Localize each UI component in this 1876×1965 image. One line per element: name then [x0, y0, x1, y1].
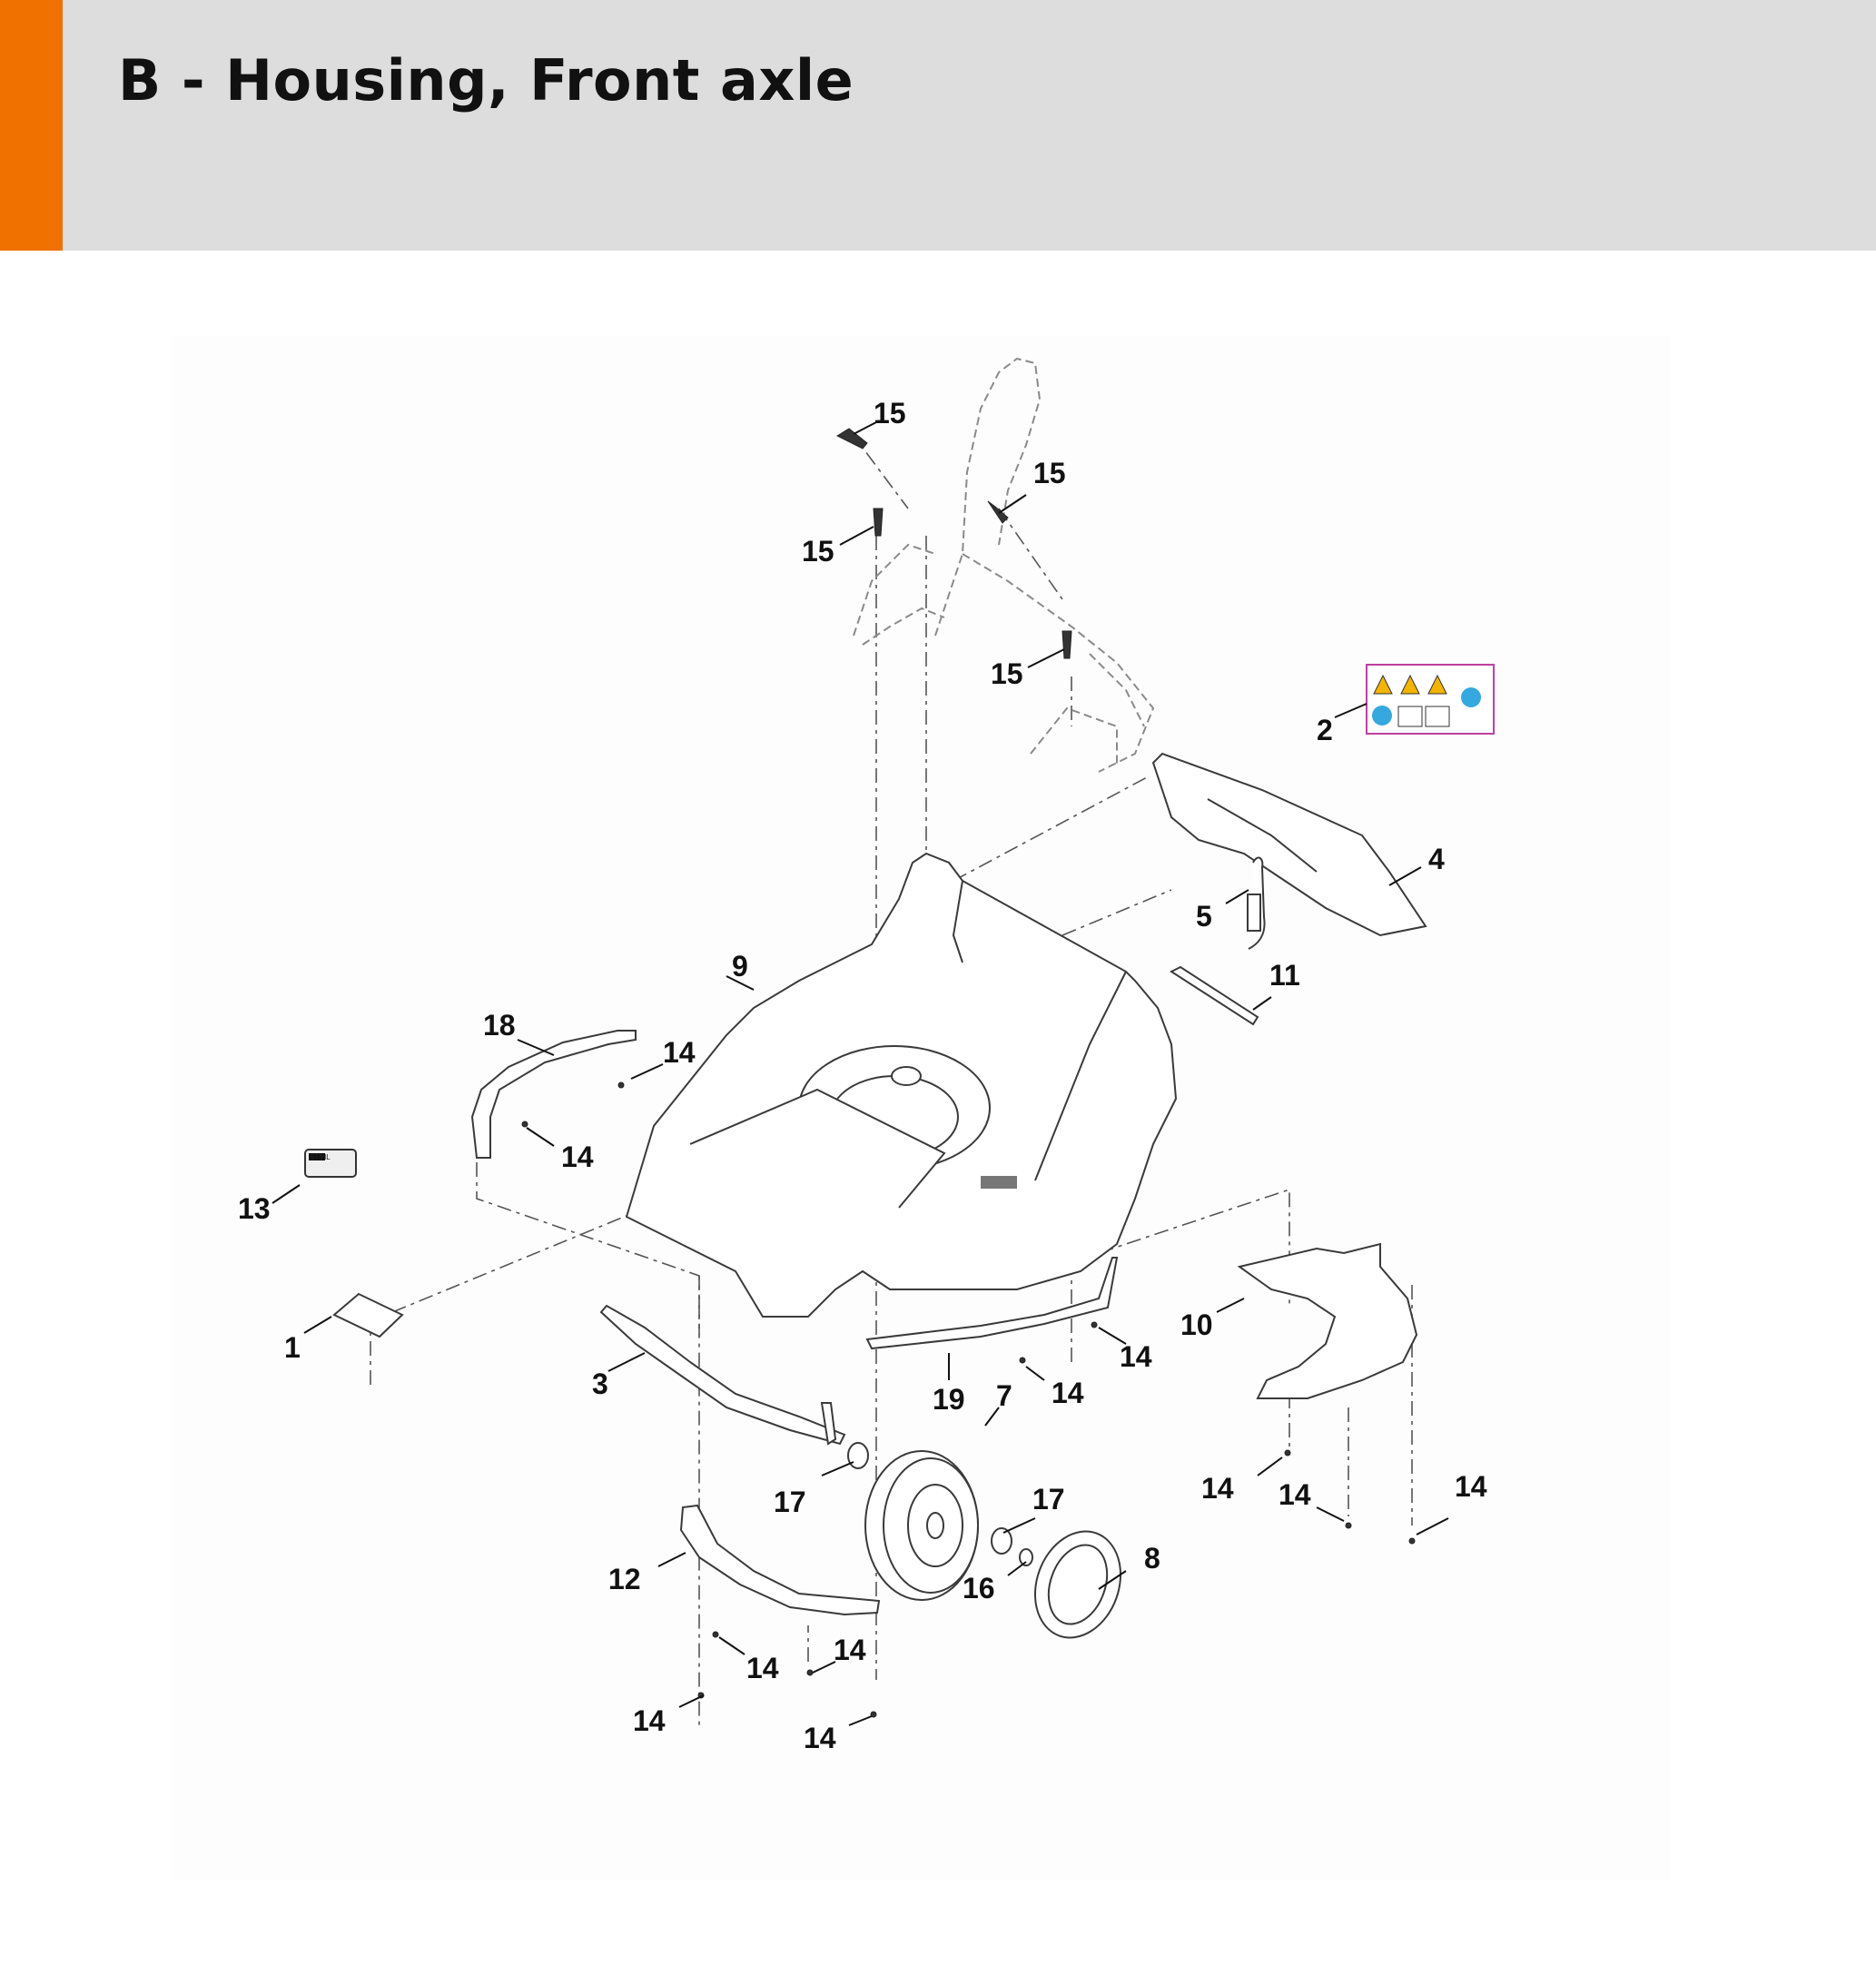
spring-part-5	[1247, 856, 1266, 950]
callout-13: 13	[238, 1192, 271, 1225]
callout-5: 5	[1196, 900, 1212, 933]
callout-14-h: 14	[746, 1652, 779, 1684]
hubcap-part-8	[1033, 1530, 1122, 1639]
callout-4: 4	[1428, 843, 1445, 875]
callout-15-b: 15	[1033, 457, 1066, 489]
callout-9: 9	[732, 950, 748, 982]
callout-1: 1	[284, 1331, 301, 1364]
callout-15-d: 15	[991, 657, 1023, 690]
callout-14-c: 14	[1120, 1340, 1152, 1373]
accent-bar	[0, 0, 63, 251]
skid-plate-part-12	[679, 1504, 881, 1616]
discharge-chute-part-10	[1237, 1242, 1418, 1399]
callout-10: 10	[1180, 1308, 1213, 1341]
front-bar-part-18	[470, 1030, 637, 1159]
callout-14-b: 14	[561, 1140, 594, 1173]
callout-14-a: 14	[663, 1036, 696, 1069]
callout-12: 12	[608, 1563, 641, 1595]
page-title: B - Housing, Front axle	[118, 47, 854, 114]
callout-15-c: 15	[802, 535, 834, 568]
callout-7: 7	[996, 1379, 1012, 1412]
label-part-1	[332, 1292, 404, 1338]
nameplate-badge-text: STIHL	[310, 1153, 331, 1161]
callout-numbers: 15 15 15 15 2 4 5 9 11 18 14 14 13 1 3 1…	[238, 397, 1487, 1754]
wheel-part-7	[864, 1450, 979, 1601]
callout-14-k: 14	[804, 1722, 836, 1754]
front-rod-part-19	[865, 1257, 1119, 1350]
leader-lines	[272, 421, 1449, 1726]
callout-8: 8	[1144, 1542, 1160, 1575]
callout-15-a: 15	[874, 397, 906, 430]
callout-17-a: 17	[774, 1486, 806, 1518]
callout-14-d: 14	[1052, 1377, 1084, 1409]
rear-flap-part-4	[1151, 752, 1427, 937]
callout-17-b: 17	[1032, 1483, 1065, 1516]
handle-ghost	[853, 357, 1155, 773]
callout-2: 2	[1317, 714, 1333, 746]
warning-label-part-2	[1366, 664, 1495, 735]
callout-14-e: 14	[1201, 1472, 1234, 1505]
front-axle-part-3	[599, 1304, 846, 1446]
callout-3: 3	[592, 1368, 608, 1400]
callout-14-f: 14	[1279, 1478, 1311, 1511]
callout-14-i: 14	[834, 1634, 866, 1666]
header-bar: B - Housing, Front axle	[0, 0, 1876, 251]
callout-14-j: 14	[633, 1704, 666, 1737]
bracket-part-11	[1169, 965, 1259, 1026]
mower-housing-part-9	[625, 852, 1178, 1318]
nameplate-part-13: STIHL	[304, 1149, 357, 1178]
callout-11: 11	[1269, 959, 1300, 992]
callout-16: 16	[963, 1572, 995, 1605]
callout-18: 18	[483, 1009, 516, 1042]
callout-14-g: 14	[1455, 1470, 1487, 1503]
callout-19: 19	[933, 1383, 965, 1416]
